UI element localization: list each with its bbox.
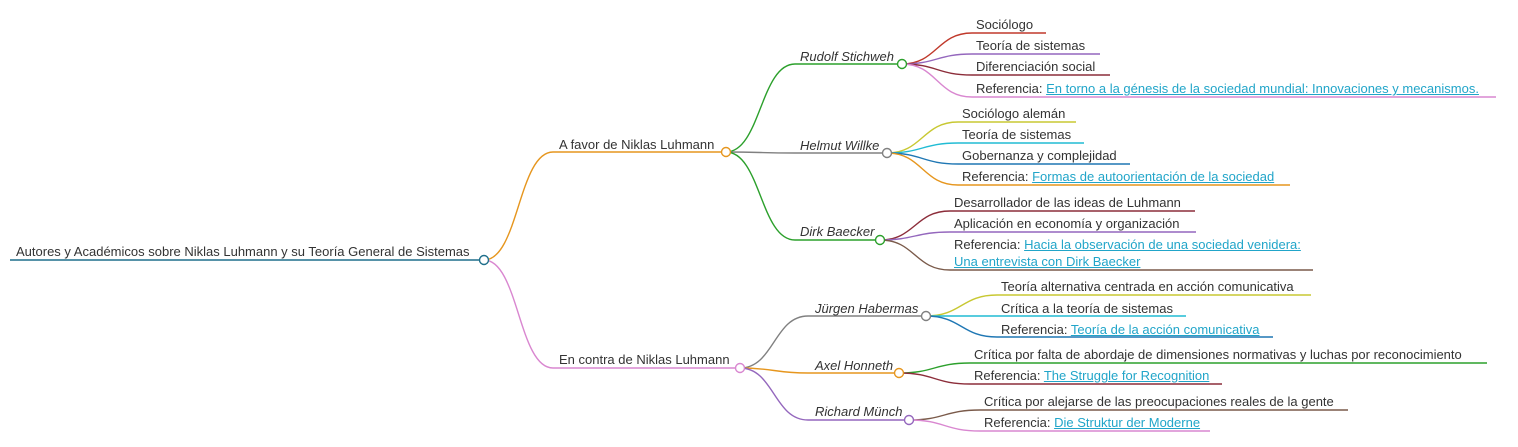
author-dirk-baecker[interactable]: Dirk Baecker (800, 224, 875, 239)
reference-link[interactable]: Hacia la observación de una sociedad ven… (1024, 237, 1301, 252)
habermas-node-circle[interactable] (920, 310, 932, 322)
author-jurgen-habermas[interactable]: Jürgen Habermas (815, 301, 919, 316)
reference-link[interactable]: Teoría de la acción comunicativa (1070, 322, 1260, 337)
ref-prefix: Referencia: (962, 169, 1033, 184)
mindmap-edges (10, 32, 1496, 432)
item-stichweh-2[interactable]: Teoría de sistemas (976, 38, 1086, 53)
item-stichweh-3[interactable]: Diferenciación social (976, 59, 1096, 74)
edge-munch-item-2 (908, 419, 981, 432)
author-axel-honneth[interactable]: Axel Honneth (815, 358, 894, 373)
item-habermas-2[interactable]: Crítica a la teoría de sistemas (1001, 301, 1173, 316)
ref-prefix: Referencia: (984, 415, 1055, 430)
reference-link-continued[interactable]: Una entrevista con Dirk Baecker (954, 254, 1141, 269)
honneth-node-circle[interactable] (893, 367, 905, 379)
item-willke-3[interactable]: Gobernanza y complejidad (962, 148, 1117, 163)
item-munch-ref: Referencia: Die Struktur der Moderne (984, 415, 1200, 431)
branch-contra-label[interactable]: En contra de Niklas Luhmann (559, 352, 730, 367)
item-habermas-ref: Referencia: Teoría de la acción comunica… (1001, 322, 1259, 338)
edge-to-habermas (739, 315, 809, 369)
edge-habermas-item-3 (925, 315, 998, 338)
reference-link[interactable]: Die Struktur der Moderne (1054, 415, 1201, 430)
author-rudolf-stichweh[interactable]: Rudolf Stichweh (800, 49, 894, 64)
edge-to-baecker (725, 151, 796, 241)
edge-honneth-item-1 (898, 362, 971, 374)
reference-link[interactable]: Formas de autoorientación de la sociedad (1032, 169, 1275, 184)
munch-node-circle[interactable] (903, 414, 915, 426)
item-willke-1[interactable]: Sociólogo alemán (962, 106, 1066, 121)
item-willke-ref: Referencia: Formas de autoorientación de… (962, 169, 1274, 185)
item-munch-1[interactable]: Crítica por alejarse de las preocupacion… (984, 394, 1334, 409)
edge-habermas-item-1 (925, 294, 998, 317)
item-baecker-1[interactable]: Desarrollador de las ideas de Luhmann (954, 195, 1181, 210)
reference-link[interactable]: The Struggle for Recognition (1043, 368, 1210, 383)
reference-link[interactable]: En torno a la génesis de la sociedad mun… (1046, 81, 1479, 96)
edge-willke-item-4 (886, 152, 959, 186)
edge-to-munch (739, 367, 809, 421)
baecker-node-circle[interactable] (874, 234, 886, 246)
author-helmut-willke[interactable]: Helmut Willke (800, 138, 880, 153)
stichweh-node-circle[interactable] (896, 58, 908, 70)
item-willke-2[interactable]: Teoría de sistemas (962, 127, 1072, 142)
item-baecker-ref: Referencia: Hacia la observación de una … (954, 237, 1301, 253)
edge-to-willke (725, 151, 796, 154)
edge-honneth-item-2 (898, 372, 971, 385)
edge-baecker-item-3 (879, 239, 951, 271)
root-node-label[interactable]: Autores y Académicos sobre Niklas Luhman… (16, 244, 470, 259)
item-stichweh-ref: Referencia: En torno a la génesis de la … (976, 81, 1479, 97)
edge-root-favor (483, 151, 554, 261)
author-richard-munch[interactable]: Richard Münch (815, 404, 903, 419)
edge-root-contra (483, 259, 554, 369)
edge-stichweh-item-4 (901, 63, 973, 98)
favor-node-circle[interactable] (720, 146, 732, 158)
root-node-circle[interactable] (478, 254, 490, 266)
ref-prefix: Referencia: (954, 237, 1025, 252)
item-baecker-ref-line2: Una entrevista con Dirk Baecker (954, 254, 1140, 270)
ref-prefix: Referencia: (974, 368, 1044, 383)
edge-munch-item-1 (908, 409, 981, 421)
item-honneth-ref: Referencia: The Struggle for Recognition (974, 368, 1209, 384)
branch-favor-label[interactable]: A favor de Niklas Luhmann (559, 137, 715, 152)
contra-node-circle[interactable] (734, 362, 746, 374)
edge-to-honneth (739, 367, 809, 374)
item-stichweh-1[interactable]: Sociólogo (976, 17, 1034, 32)
edge-to-stichweh (725, 63, 796, 153)
mindmap-nodes (478, 58, 932, 426)
item-baecker-2[interactable]: Aplicación en economía y organización (954, 216, 1180, 231)
edge-baecker-item-2 (879, 231, 951, 241)
ref-prefix: Referencia: (976, 81, 1047, 96)
item-habermas-1[interactable]: Teoría alternativa centrada en acción co… (1001, 279, 1294, 294)
item-honneth-1[interactable]: Crítica por falta de abordaje de dimensi… (974, 347, 1462, 362)
ref-prefix: Referencia: (1001, 322, 1071, 337)
willke-node-circle[interactable] (881, 147, 893, 159)
